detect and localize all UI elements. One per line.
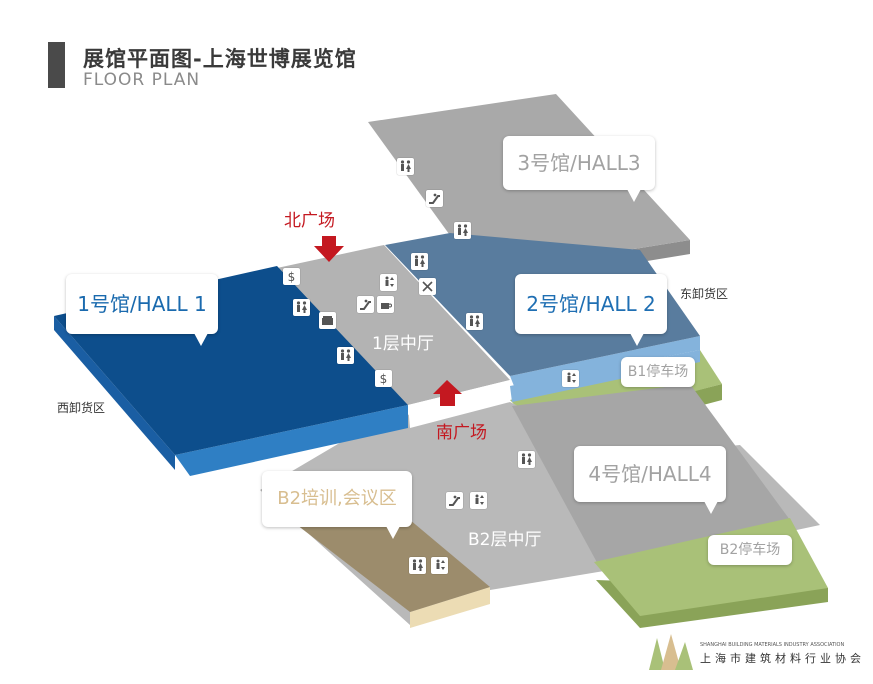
lobby-b2-label: B2层中厅 bbox=[468, 530, 542, 550]
escalator-icon bbox=[357, 296, 374, 313]
lobby-1f-label: 1层中厅 bbox=[372, 334, 434, 354]
svg-text:$: $ bbox=[288, 270, 296, 284]
association-name-en: SHANGHAI BUILDING MATERIALS INDUSTRY ASS… bbox=[700, 642, 845, 648]
parking-b2-label[interactable]: B2停车场 bbox=[708, 535, 792, 565]
elevator-icon bbox=[470, 492, 487, 509]
corridor-1f-floor bbox=[277, 245, 510, 405]
hall3-label[interactable]: 3号馆/HALL3 bbox=[503, 136, 655, 202]
hall4-label[interactable]: 4号馆/HALL4 bbox=[574, 446, 726, 514]
west-unloading-label: 西卸货区 bbox=[57, 401, 106, 415]
restroom-icon bbox=[293, 299, 310, 316]
escalator-icon bbox=[426, 190, 443, 207]
restroom-icon bbox=[411, 253, 428, 270]
restaurant-icon bbox=[419, 278, 436, 295]
training-side bbox=[410, 587, 490, 628]
page-subtitle: FLOOR PLAN bbox=[83, 70, 201, 90]
shop-icon bbox=[319, 312, 336, 329]
hall1-front bbox=[54, 316, 175, 470]
hall2-side bbox=[510, 336, 700, 386]
hall1-side bbox=[175, 405, 408, 476]
elevator-icon bbox=[380, 274, 397, 291]
south-plaza-arrow bbox=[433, 380, 462, 406]
elevator-icon bbox=[431, 557, 448, 574]
corridor-1f-edge bbox=[408, 380, 510, 428]
restroom-icon bbox=[397, 158, 414, 175]
atm-icon: $ bbox=[375, 370, 392, 387]
hall1-label[interactable]: 1号馆/HALL 1 bbox=[66, 274, 218, 346]
restroom-icon bbox=[409, 557, 426, 574]
hall2-label[interactable]: 2号馆/HALL 2 bbox=[515, 274, 667, 346]
svg-text:$: $ bbox=[380, 372, 388, 386]
cafe-icon bbox=[377, 296, 394, 313]
association-name-cn: 上海市建筑材料行业协会 bbox=[700, 652, 865, 665]
association-logo bbox=[649, 634, 693, 670]
restroom-icon bbox=[518, 451, 535, 468]
elevator-icon bbox=[562, 370, 579, 387]
north-plaza-label: 北广场 bbox=[284, 211, 335, 231]
atm-icon: $ bbox=[283, 268, 300, 285]
header-accent-bar bbox=[48, 42, 65, 88]
restroom-icon bbox=[337, 347, 354, 364]
page-title: 展馆平面图-上海世博展览馆 bbox=[83, 47, 357, 71]
restroom-icon bbox=[454, 222, 471, 239]
parking-b1-label[interactable]: B1停车场 bbox=[621, 357, 695, 387]
east-unloading-label: 东卸货区 bbox=[680, 287, 729, 301]
escalator-icon bbox=[446, 492, 463, 509]
b2-training-label[interactable]: B2培训,会议区 bbox=[262, 471, 412, 539]
north-plaza-arrow bbox=[314, 236, 344, 262]
south-plaza-label: 南广场 bbox=[436, 423, 487, 443]
restroom-icon bbox=[466, 313, 483, 330]
